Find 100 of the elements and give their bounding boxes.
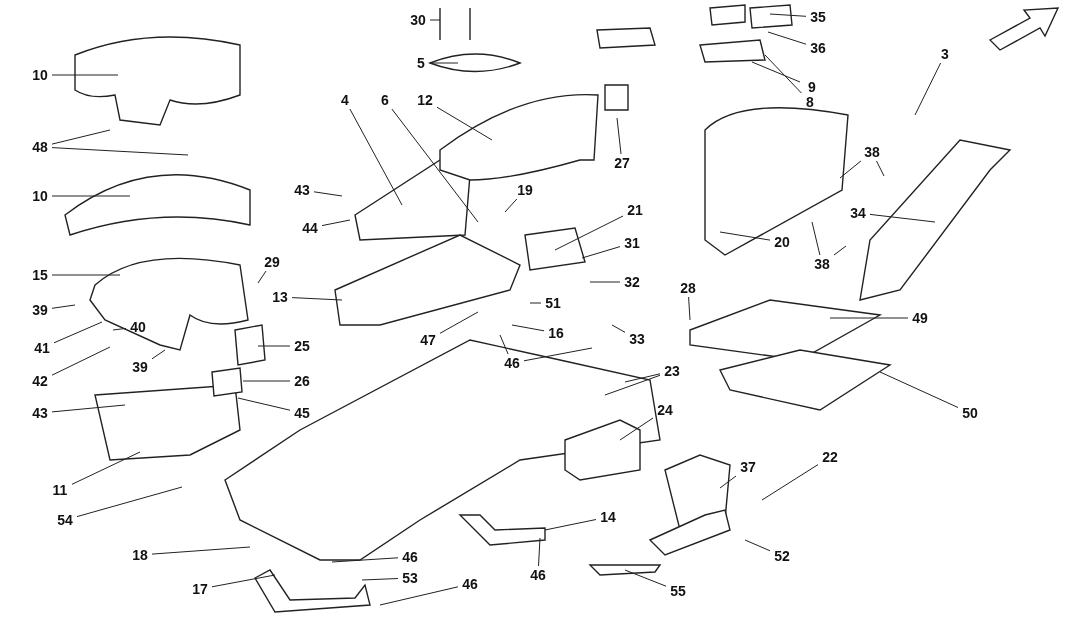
callout-number: 5: [409, 54, 433, 72]
leader-line: [51, 304, 76, 309]
leader-line: [581, 246, 621, 259]
leader-line: [439, 311, 479, 334]
callout-number: 17: [188, 580, 212, 598]
leader-line: [51, 346, 111, 376]
leader-line: [544, 519, 597, 531]
leader-line: [242, 380, 291, 382]
callout-number: 49: [908, 309, 932, 327]
leader-line: [538, 537, 541, 567]
callout-number: 51: [541, 294, 565, 312]
callout-number: 39: [128, 358, 152, 376]
callout-number: 53: [398, 569, 422, 587]
callout-number: 13: [268, 288, 292, 306]
callout-number: 34: [846, 204, 870, 222]
leader-line: [499, 334, 509, 355]
leader-line: [624, 569, 667, 587]
callout-number: 46: [398, 548, 422, 566]
callout-number: 16: [544, 324, 568, 342]
callout-number: 42: [28, 372, 52, 390]
callout-number: 18: [128, 546, 152, 564]
leader-line: [589, 281, 621, 283]
leader-line: [313, 191, 343, 197]
leader-line: [719, 475, 737, 489]
callout-number: 47: [416, 331, 440, 349]
leader-line: [604, 374, 661, 396]
leader-line: [349, 108, 403, 206]
callout-number: 27: [610, 154, 634, 172]
callout-number: 43: [290, 181, 314, 199]
callout-number: 20: [770, 233, 794, 251]
leader-line: [529, 302, 542, 304]
leader-line: [761, 464, 819, 501]
callout-number: 37: [736, 458, 760, 476]
callout-number: 40: [126, 318, 150, 336]
leader-line: [361, 578, 399, 581]
leader-line: [432, 62, 459, 64]
callout-number: 21: [623, 201, 647, 219]
callout-number: 35: [806, 8, 830, 26]
leader-line: [811, 221, 821, 256]
leader-line: [751, 61, 801, 83]
callout-number: 46: [458, 575, 482, 593]
leader-line: [429, 19, 441, 21]
callout-number: 6: [373, 91, 397, 109]
callout-number: 30: [406, 11, 430, 29]
leader-line: [51, 129, 111, 145]
leader-line: [291, 297, 343, 301]
callout-number: 33: [625, 330, 649, 348]
callout-number: 46: [526, 566, 550, 584]
leader-line: [616, 117, 622, 155]
callout-number: 38: [810, 255, 834, 273]
leader-line: [769, 13, 807, 17]
callout-number: 52: [770, 547, 794, 565]
leader-line: [51, 74, 119, 76]
leader-line: [624, 373, 661, 383]
callout-number: 26: [290, 372, 314, 390]
leader-line: [688, 296, 691, 321]
leader-line: [391, 108, 479, 223]
leader-line: [523, 347, 593, 362]
callout-number: 8: [798, 93, 822, 111]
leader-line: [876, 160, 885, 177]
callout-number: 44: [298, 219, 322, 237]
callout-number: 24: [653, 401, 677, 419]
callout-number: 15: [28, 266, 52, 284]
callout-number: 10: [28, 66, 52, 84]
leader-line: [211, 574, 276, 588]
callout-number: 41: [30, 339, 54, 357]
leader-line: [869, 213, 936, 223]
leader-line: [554, 215, 624, 251]
callout-number: 45: [290, 404, 314, 422]
callout-number: 12: [413, 91, 437, 109]
callout-number: 9: [800, 78, 824, 96]
leader-line: [833, 245, 847, 256]
callout-number: 31: [620, 234, 644, 252]
leader-line: [51, 147, 189, 156]
callout-number: 4: [333, 91, 357, 109]
callout-number: 43: [28, 404, 52, 422]
leader-line: [51, 195, 131, 197]
callout-number: 38: [860, 143, 884, 161]
leader-line: [829, 317, 909, 319]
callout-number: 36: [806, 39, 830, 57]
callout-number: 32: [620, 273, 644, 291]
callout-number: 46: [500, 354, 524, 372]
callout-number: 22: [818, 448, 842, 466]
leader-line: [511, 324, 545, 332]
callout-number: 48: [28, 138, 52, 156]
callout-number: 23: [660, 362, 684, 380]
callout-number: 14: [596, 508, 620, 526]
leader-line: [112, 327, 127, 331]
leader-line: [504, 198, 518, 213]
callout-number: 55: [666, 582, 690, 600]
leader-line: [51, 404, 126, 413]
leader-line: [151, 349, 166, 360]
callout-number: 28: [676, 279, 700, 297]
leader-line: [53, 321, 103, 344]
callout-number: 11: [48, 481, 72, 499]
leader-line: [764, 54, 802, 94]
callout-number: 50: [958, 404, 982, 422]
callout-number: 19: [513, 181, 537, 199]
leader-line: [914, 62, 942, 116]
leader-line: [151, 546, 251, 555]
